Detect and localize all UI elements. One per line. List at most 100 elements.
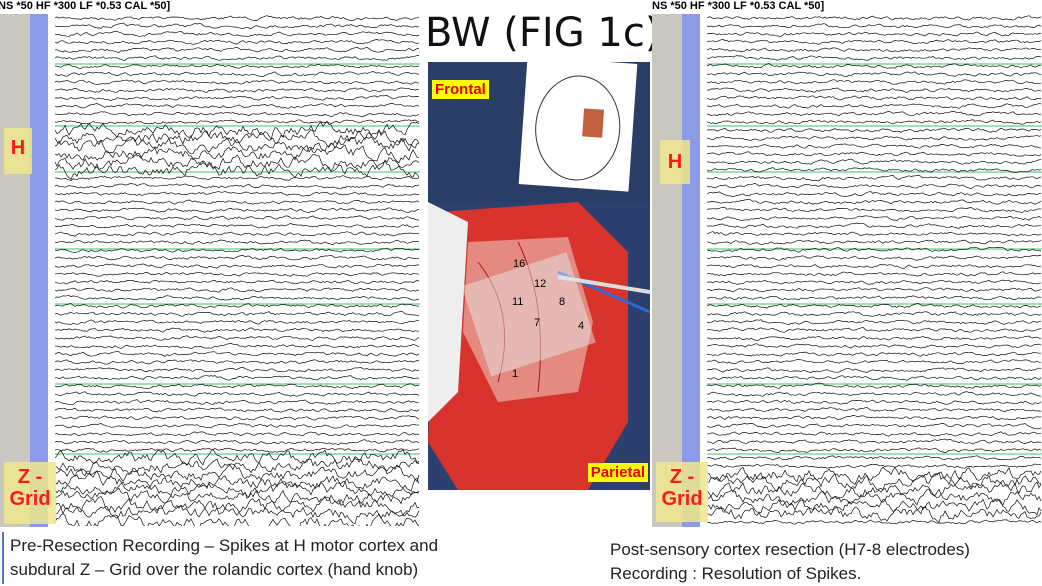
eeg-channel-trace <box>55 119 420 125</box>
caption-right-line2: Recording : Resolution of Spikes. <box>610 564 862 583</box>
eeg-channel-trace <box>707 447 1042 453</box>
eeg-channel-trace <box>707 359 1042 365</box>
eeg-channel-trace <box>707 498 1042 516</box>
eeg-channel-trace <box>55 63 420 69</box>
eeg-channel-trace <box>707 231 1042 237</box>
eeg-channel-trace <box>55 15 420 21</box>
eeg-channel-trace <box>707 23 1042 29</box>
eeg-channel-trace <box>55 303 420 309</box>
eeg-channel-trace <box>55 55 419 61</box>
channel-labels <box>652 14 682 527</box>
eeg-channel-trace <box>55 239 420 245</box>
eeg-channel-trace <box>707 191 1041 198</box>
eeg-channel-trace <box>55 247 420 253</box>
eeg-channel-trace <box>707 431 1042 437</box>
caption-accent-bar <box>2 532 4 584</box>
eeg-channel-trace <box>55 111 420 118</box>
eeg-channel-trace <box>55 319 420 325</box>
eeg-channel-trace <box>707 399 1042 405</box>
eeg-channel-trace <box>55 71 420 77</box>
channel-labels <box>0 14 30 527</box>
eeg-channel-trace <box>707 382 1042 390</box>
electrode-8: 8 <box>559 296 566 308</box>
caption-right-line1: Post-sensory cortex resection (H7-8 elec… <box>610 540 970 559</box>
eeg-channel-trace <box>55 199 420 205</box>
tag-h: H <box>4 128 32 174</box>
eeg-channel-trace <box>707 295 1042 301</box>
eeg-channel-trace <box>55 279 420 285</box>
eeg-channel-trace <box>707 38 1042 45</box>
caption-right: Post-sensory cortex resection (H7-8 elec… <box>610 538 970 586</box>
eeg-channel-trace <box>55 327 420 333</box>
head-diagram <box>518 62 638 192</box>
label-frontal: Frontal <box>432 80 489 99</box>
eeg-channel-trace <box>707 239 1042 245</box>
eeg-channel-trace <box>707 343 1042 349</box>
eeg-channel-trace <box>707 263 1042 269</box>
eeg-channel-trace <box>55 513 420 526</box>
caption-left: Pre-Resection Recording – Spikes at H mo… <box>10 534 438 582</box>
eeg-channel-trace <box>707 127 1042 133</box>
pre-resection-eeg: NS *50 HF *300 LF *0.53 CAL *50] H Z - G… <box>0 0 420 527</box>
eeg-channel-trace <box>707 87 1042 93</box>
eeg-channel-trace <box>707 31 1042 37</box>
eeg-channel-trace <box>707 111 1042 117</box>
scale-column <box>682 14 700 527</box>
eeg-channel-trace <box>55 79 420 85</box>
eeg-channel-trace <box>55 271 420 277</box>
eeg-channel-trace <box>55 343 420 349</box>
eeg-channel-trace <box>707 423 1042 430</box>
caption-left-line2: subdural Z – Grid over the rolandic cort… <box>10 560 419 579</box>
caption-left-line1: Pre-Resection Recording – Spikes at H mo… <box>10 536 439 555</box>
electrode-11: 11 <box>512 296 524 308</box>
slide-title: BW (FIG 1c) <box>425 10 661 56</box>
electrode-7: 7 <box>534 317 541 329</box>
eeg-channel-trace <box>707 438 1042 445</box>
eeg-channel-trace <box>55 383 420 389</box>
eeg-channel-trace <box>707 505 1042 524</box>
eeg-channel-trace <box>707 63 1042 69</box>
eeg-channel-trace <box>707 415 1042 421</box>
eeg-channel-trace <box>707 455 1042 461</box>
eeg-channel-trace <box>55 479 420 498</box>
post-resection-eeg: NS *50 HF *300 LF *0.53 CAL *50] H Z - G… <box>652 0 1042 527</box>
eeg-channel-trace <box>707 375 1042 381</box>
eeg-channel-trace <box>55 391 420 397</box>
eeg-channel-trace <box>707 198 1042 205</box>
eeg-channel-trace <box>707 143 1042 149</box>
eeg-channel-trace <box>707 15 1042 21</box>
eeg-channel-trace <box>707 134 1042 141</box>
eeg-channel-trace <box>55 30 420 38</box>
eeg-channel-trace <box>55 183 420 190</box>
eeg-channel-trace <box>707 246 1042 253</box>
eeg-channel-trace <box>707 158 1042 165</box>
eeg-channel-trace <box>55 431 420 437</box>
eeg-channel-trace <box>55 144 420 164</box>
eeg-channel-trace <box>707 95 1042 101</box>
eeg-channel-trace <box>55 375 419 381</box>
eeg-channel-trace <box>55 231 420 237</box>
eeg-channel-trace <box>55 366 420 373</box>
eeg-channel-trace <box>55 223 420 229</box>
eeg-channel-trace <box>707 119 1042 125</box>
eeg-channel-trace <box>707 222 1042 229</box>
eeg-channel-trace <box>55 448 420 467</box>
electrode-16: 16 <box>513 258 526 270</box>
eeg-channel-trace <box>55 423 420 429</box>
eeg-channel-trace <box>707 463 1042 469</box>
eeg-channel-trace <box>707 207 1042 213</box>
electrode-1: 1 <box>512 368 519 380</box>
eeg-channel-trace <box>707 151 1042 157</box>
eeg-channel-trace <box>707 391 1042 397</box>
eeg-channel-trace <box>707 335 1042 341</box>
eeg-channel-trace <box>707 367 1042 374</box>
eeg-channel-trace <box>55 22 420 30</box>
surgical-photo: Frontal Parietal 16 12 11 8 7 4 1 <box>428 62 650 490</box>
eeg-channel-trace <box>55 470 420 492</box>
eeg-channel-trace <box>55 487 420 505</box>
eeg-channel-trace <box>707 326 1042 333</box>
eeg-channel-trace <box>55 463 420 483</box>
eeg-channel-trace <box>55 153 420 172</box>
eeg-channel-trace <box>55 129 420 149</box>
eeg-channel-trace <box>55 120 420 141</box>
